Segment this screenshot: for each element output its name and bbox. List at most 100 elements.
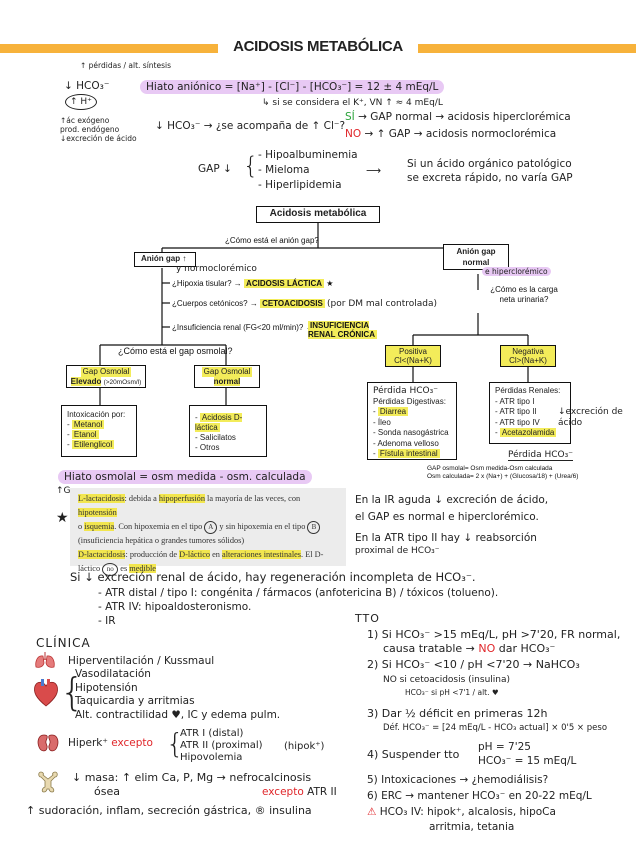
negativa-1: Negativa [512,347,544,356]
cardio-item: Alt. contractilidad ♥, IC y edema pulm. [75,708,281,721]
hiperk-item: ATR II (proximal) [180,740,263,751]
q-osmolal: ¿Cómo está el gap osmolal? [118,346,233,356]
scan-star-icon: ★ [56,510,69,526]
gap-elevado-1: Gap Osmolal [80,367,132,377]
clinica-pulm: Hiperventilación / Kussmaul [68,655,215,667]
ultima-line: ↑ sudoración, inflam, secreción gástrica… [26,804,312,817]
positiva-box: Positiva Cl<(Na+K) [385,345,441,367]
osm-formula-2: Osm calculada= 2 x (Na+) + (Glucosa/18) … [427,473,579,480]
q-hipoxia: ¿Hipoxia tisular? → ACIDOSIS LÁCTICA ★ [172,279,333,288]
hiperk-line: Hiperk⁺ excepto [68,737,153,749]
clinica-title: CLÍNICA [36,636,91,650]
hco3-label: ↓ HCO₃⁻ [64,80,110,92]
cetoacidosis-note: (por DM mal controlada) [327,299,437,309]
renal-item: Acetazolamida [499,428,557,437]
brace: { [60,670,85,714]
q-insuf: ¿Insuficiencia renal (FG<20 ml/min)? → [172,323,314,332]
positiva-1: Positiva [398,347,427,356]
anion-gap-normal-2: normal [462,258,490,267]
gap-normal-1: Gap Osmolal [201,367,253,377]
page-title: ACIDOSIS METABÓLICA [233,38,403,55]
hiperk-item: Hipovolemia [180,752,243,763]
anion-gap-up-sub: y normoclorémico [176,264,257,274]
renal-item: ATR tipo II [499,407,537,416]
normal-list: Acidosis D-láctica Salicilatos Otros [195,413,261,453]
intox-item: Etanol [71,430,99,439]
perdida-hco3-2: Pérdida HCO₃⁻ [508,450,573,461]
right-notes-atr: En la ATR tipo II hay ↓ reabsorción prox… [355,532,537,558]
tto-1b-text: causa tratable → [383,642,475,655]
perdidas-renales-box: Pérdidas Renales: ATR tipo I ATR tipo II… [489,382,571,444]
hiato-formula: Hiato aniónico = [Na⁺] - [Cl⁻] - [HCO₃⁻]… [140,80,445,94]
star-icon: ★ [326,279,334,288]
title-accent-right [418,44,636,53]
heart-icon [34,679,58,707]
ira-line: En la IR aguda ↓ excreción de ácido, [355,494,549,506]
insuf-renal: INSUFICIENCIA RENAL CRÓNICA [308,321,390,339]
textbook-excerpt: L-lactacidosis: debida a hipoperfusión l… [70,488,346,576]
scan-line-2: o isquemia. Con hipoxemia en el tipo A y… [78,520,338,534]
regen-item: - IR [98,615,116,627]
dig-item: Fístula intestinal [377,449,440,458]
title-accent-left [0,44,218,53]
hiato-question: ↓ HCO₃⁻ → ¿se acompaña de ↑ Cl⁻? [155,120,346,132]
normal-item: Acidosis D-láctica [195,413,243,432]
normal-item: Salicilatos [199,433,236,442]
atr2-line-2: proximal de HCO₃⁻ [355,546,440,556]
atr2-label: ATR II [307,786,337,798]
left-causes: ↑ác exógeno prod. endógeno ↓excreción de… [60,116,137,143]
sub-text: e hiperclorémico [482,267,551,276]
dig-item: Adenoma velloso [377,438,439,448]
kidney-icon [37,734,59,752]
negativa-box: Negativa Cl>(Na+K) [500,345,556,367]
q-cuerpos: ¿Cuerpos cetónicos? → CETOACIDOSIS (por … [172,299,437,309]
flow-question-gap: ¿Cómo está el anión gap? [225,236,319,245]
intox-item: Etilenglicol [71,440,115,449]
q-insuf-text: ¿Insuficiencia renal (FG<20 ml/min)? → [172,323,314,332]
dig-item: Íleo [377,417,391,427]
excepto2-label: excepto [262,786,304,798]
tto-ph: pH = 7'25 [478,741,531,753]
clinica-cardio: Vasodilatación Hipotensión Taquicardia y… [75,668,280,722]
normal-item: Otros [199,443,220,452]
dig-item: Diarrea [377,407,409,416]
cause-item: prod. endógeno [60,125,120,134]
masa-line: ↓ masa: ↑ elim Ca, P, Mg → nefrocalcinos… [72,771,312,784]
regeneracion-line: Si ↓ excreción renal de ácido, hay regen… [70,570,476,584]
scan-line-5: láctico no es medible [78,562,338,576]
hiato-si: SÍ → GAP normal → acidosis hiperclorémic… [345,111,571,123]
acidosis-lactica: ACIDOSIS LÁCTICA [244,279,325,288]
gap-down-note: Si un ácido orgánico patológico se excre… [407,157,573,185]
gap-down-item: Mieloma [265,164,310,176]
hiperk-item: ATR I (distal) [180,728,244,739]
tto-1b-end: dar HCO₃⁻ [498,642,556,655]
flow-root-box: Acidosis metabólica [256,206,380,223]
scan-line-4: D-lactacidosis: producción de D-láctico … [78,550,324,559]
brace: { [166,727,184,760]
tto-6: 6) ERC → mantener HCO₃⁻ en 20-22 mEq/L [367,790,592,802]
si-label: SÍ [345,111,355,123]
ira-line-2: el GAP es normal e hiperclorémico. [355,511,539,523]
gap-elevado-bold: Elevado [70,377,102,386]
hiperk-label: Hiperk⁺ [68,737,108,749]
perdidas-dig-title: Pérdidas Digestivas: [373,396,446,406]
negativa-2: Cl>(Na+K) [509,356,547,365]
atr2-line: En la ATR tipo II hay ↓ reabsorción [355,532,537,544]
tto-warning-2: arritmia, tetania [429,821,515,833]
hiato-osmolal-text: Hiato osmolal = osm medida - osm. calcul… [58,470,312,484]
q-hipoxia-text: ¿Hipoxia tisular? → [172,279,242,288]
hiato-no: NO → ↑ GAP → acidosis normoclorémica [345,128,556,140]
intox-box: Intoxicación por: Metanol Etanol Etileng… [61,405,137,457]
renal-item: ATR tipo I [499,396,535,406]
hipok-note: (hipok⁺) [284,741,325,752]
anion-gap-normal-box: Anión gap normal [443,244,509,270]
warning-icon: ⚠ [367,806,377,818]
tto-1b: causa tratable → NO dar HCO₃⁻ [383,642,555,655]
intox-item: Metanol [71,420,105,429]
dig-item: Sonda nasogástrica [377,428,449,437]
osm-formula: GAP osmolal= Osm medida-Osm calculada Os… [427,465,578,481]
excepto-label: excepto [111,737,153,749]
insuf-renal-text: INSUFICIENCIA RENAL CRÓNICA [308,321,377,339]
lungs-icon [35,652,55,668]
right-notes-ira: En la IR aguda ↓ excreción de ácido, el … [355,492,548,526]
